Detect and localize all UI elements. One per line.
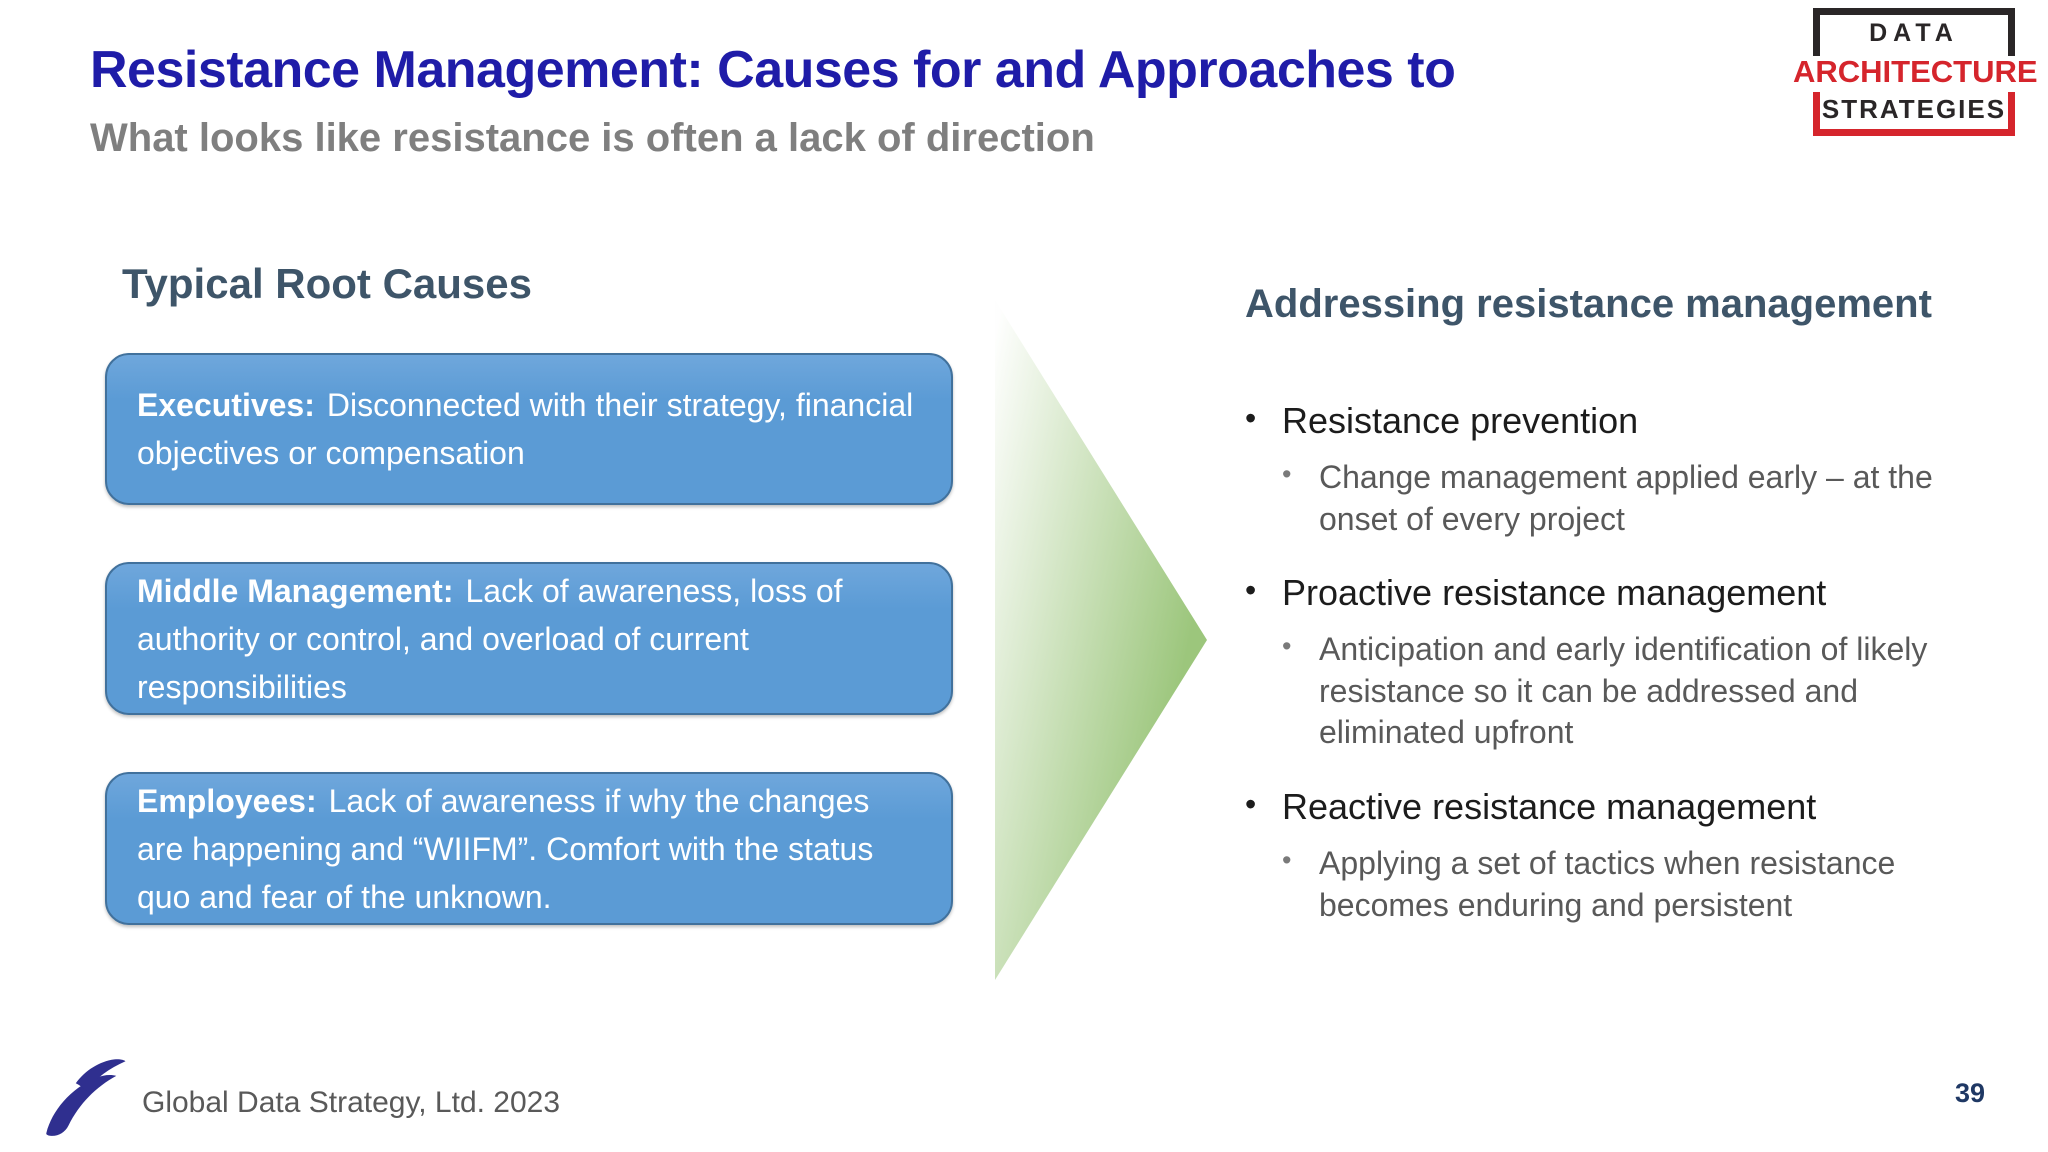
bullet-marker: • [1245, 572, 1257, 609]
slide-title: Resistance Management: Causes for and Ap… [90, 41, 1456, 99]
logo-line-strategies: STRATEGIES [1821, 94, 2007, 124]
cause-box-label: Executives: [137, 387, 315, 423]
cause-box-middle-management: Middle Management:Lack of awareness, los… [105, 562, 953, 715]
left-section-heading: Typical Root Causes [122, 260, 532, 307]
bullet-group: • Proactive resistance management • Anti… [1245, 570, 1945, 754]
bullet-marker: • [1245, 400, 1257, 436]
cause-box-body: Lack of awareness if why the changes are… [137, 782, 874, 915]
cause-box-text: Employees:Lack of awareness if why the c… [137, 777, 921, 921]
bullet-label: Proactive resistance management [1282, 572, 1827, 614]
cause-box-employees: Employees:Lack of awareness if why the c… [105, 772, 953, 925]
cause-box-executives: Executives:Disconnected with their strat… [105, 353, 953, 505]
bullet-item: • Resistance prevention [1245, 398, 1945, 443]
cause-box-body: Lack of awareness, loss of authority or … [137, 572, 843, 705]
cause-box-label: Employees: [137, 782, 317, 819]
cause-box-text: Middle Management:Lack of awareness, los… [137, 567, 921, 711]
footer-copyright: Global Data Strategy, Ltd. 2023 [142, 1086, 561, 1119]
sub-bullet-text: Applying a set of tactics when resistanc… [1319, 844, 1896, 923]
global-data-strategy-swoosh-logo [46, 1059, 126, 1136]
cause-box-text: Executives:Disconnected with their strat… [137, 381, 921, 477]
cause-box-label: Middle Management: [137, 572, 454, 609]
bullet-label: Resistance prevention [1282, 400, 1639, 441]
sub-bullet-text: Anticipation and early identification of… [1319, 631, 1928, 751]
sub-bullet-item: • Change management applied early – at t… [1245, 457, 1945, 540]
bullet-marker: • [1245, 785, 1257, 822]
right-arrow-shape [995, 300, 1207, 980]
logo-top-bracket [1813, 8, 2015, 56]
sub-bullet-item: • Applying a set of tactics when resista… [1245, 843, 1945, 926]
right-section-heading: Addressing resistance management [1245, 282, 1932, 326]
approach-bullet-list: • Resistance prevention • Change managem… [1245, 398, 1945, 926]
sub-bullet-item: • Anticipation and early identification … [1245, 629, 1945, 754]
logo-bottom-bracket [1813, 92, 2015, 136]
sub-bullet-text: Change management applied early – at the… [1319, 459, 1933, 537]
logo-line-architecture: ARCHITECTURE [1793, 54, 2038, 89]
page-number: 39 [1955, 1078, 1986, 1108]
bullet-item: • Proactive resistance management [1245, 570, 1945, 615]
bullet-label: Reactive resistance management [1282, 785, 1817, 827]
bullet-item: • Reactive resistance management [1245, 784, 1945, 829]
slide-subtitle: What looks like resistance is often a la… [90, 116, 1095, 160]
bullet-group: • Resistance prevention • Change managem… [1245, 398, 1945, 540]
cause-box-body: Disconnected with their strategy, financ… [137, 387, 914, 471]
data-architecture-strategies-logo: DATA ARCHITECTURE STRATEGIES [1793, 8, 2038, 136]
logo-line-data: DATA [1869, 19, 1959, 47]
bullet-group: • Reactive resistance management • Apply… [1245, 784, 1945, 926]
sub-bullet-marker: • [1282, 631, 1292, 662]
sub-bullet-marker: • [1282, 459, 1292, 489]
sub-bullet-marker: • [1282, 844, 1292, 875]
